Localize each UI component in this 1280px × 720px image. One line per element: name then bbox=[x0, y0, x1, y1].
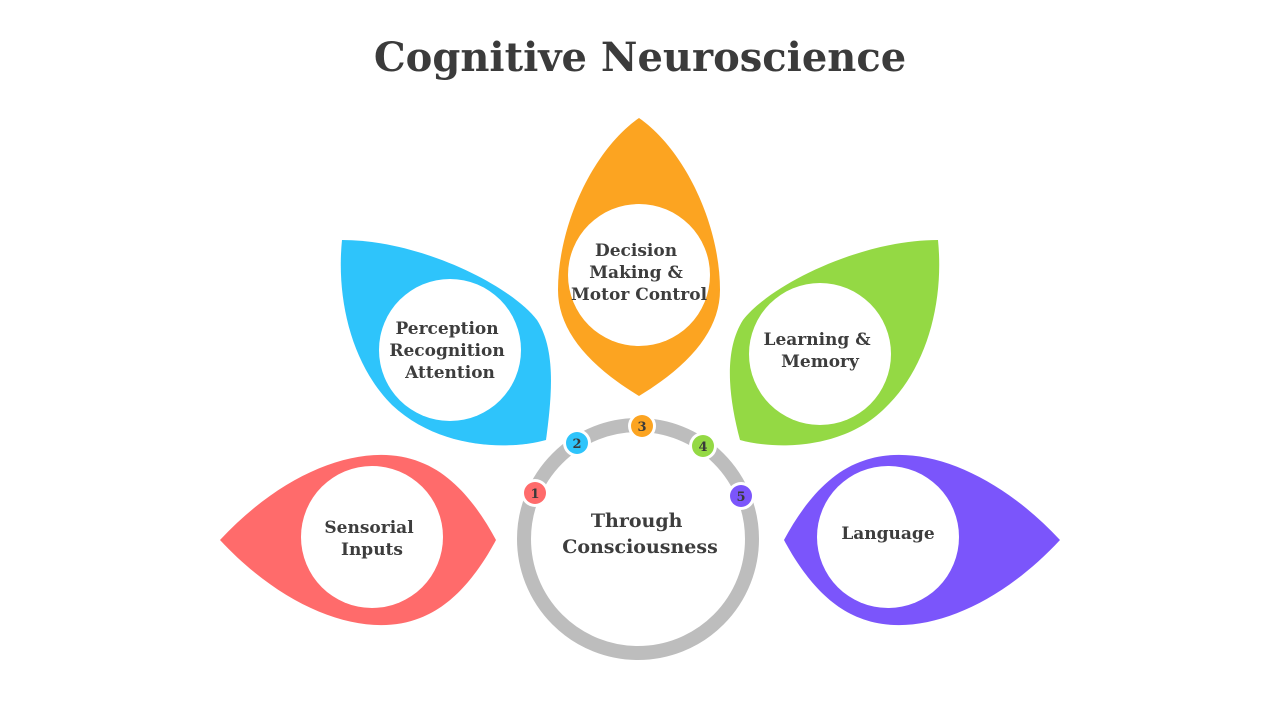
label-1-line-2: Inputs bbox=[341, 540, 403, 560]
petal-sensorial-inputs: Sensorial Inputs bbox=[220, 454, 496, 626]
badge-4-number: 4 bbox=[698, 440, 707, 455]
badge-5-dot bbox=[730, 485, 752, 507]
petal-circle-1 bbox=[301, 466, 443, 608]
badge-3-number: 3 bbox=[637, 420, 646, 435]
badge-2-number: 2 bbox=[572, 437, 581, 452]
badge-5-number: 5 bbox=[736, 490, 745, 505]
petal-label-2: Perception Recognition Attention bbox=[389, 319, 510, 383]
badge-4: 4 bbox=[689, 432, 717, 460]
center-hub: Through Consciousness bbox=[517, 418, 759, 660]
label-3-line-1: Decision bbox=[595, 241, 677, 261]
center-line-2: Consciousness bbox=[562, 536, 718, 558]
label-4-line-1: Learning & bbox=[764, 330, 872, 350]
center-label: Through Consciousness bbox=[562, 510, 718, 558]
label-2-line-3: Attention bbox=[404, 363, 495, 383]
petal-learning-memory: Learning & Memory bbox=[729, 240, 940, 446]
badge-3-dot bbox=[631, 415, 653, 437]
petal-perception: Perception Recognition Attention bbox=[340, 240, 551, 446]
label-4-line-2: Memory bbox=[781, 352, 860, 372]
petal-decision-making: Decision Making & Motor Control bbox=[558, 118, 720, 396]
label-3-line-3: Motor Control bbox=[571, 285, 708, 305]
label-3-line-2: Making & bbox=[589, 263, 683, 283]
badge-2: 2 bbox=[563, 429, 591, 457]
number-badges: 1 2 3 4 5 bbox=[521, 412, 755, 510]
badge-1: 1 bbox=[521, 479, 549, 507]
petal-circle-5 bbox=[817, 466, 959, 608]
label-5-line-1: Language bbox=[841, 524, 934, 544]
petal-label-3: Decision Making & Motor Control bbox=[571, 241, 708, 305]
badge-4-dot bbox=[692, 435, 714, 457]
petal-label-5: Language bbox=[841, 524, 934, 544]
petal-label-4: Learning & Memory bbox=[764, 330, 877, 372]
petal-circle-2 bbox=[379, 279, 521, 421]
label-2-line-1: Perception bbox=[395, 319, 498, 339]
badge-3: 3 bbox=[628, 412, 656, 440]
petal-circle-4 bbox=[749, 283, 891, 425]
badge-1-number: 1 bbox=[530, 487, 539, 502]
petal-language: Language bbox=[784, 454, 1060, 626]
badge-2-dot bbox=[566, 432, 588, 454]
badge-1-dot bbox=[524, 482, 546, 504]
diagram-title: Cognitive Neuroscience bbox=[373, 34, 907, 81]
center-line-1: Through bbox=[591, 510, 683, 532]
label-1-line-1: Sensorial bbox=[324, 518, 414, 538]
petal-label-1: Sensorial Inputs bbox=[324, 518, 419, 560]
badge-5: 5 bbox=[727, 482, 755, 510]
label-2-line-2: Recognition bbox=[389, 341, 504, 361]
petal-circle-3 bbox=[568, 204, 710, 346]
